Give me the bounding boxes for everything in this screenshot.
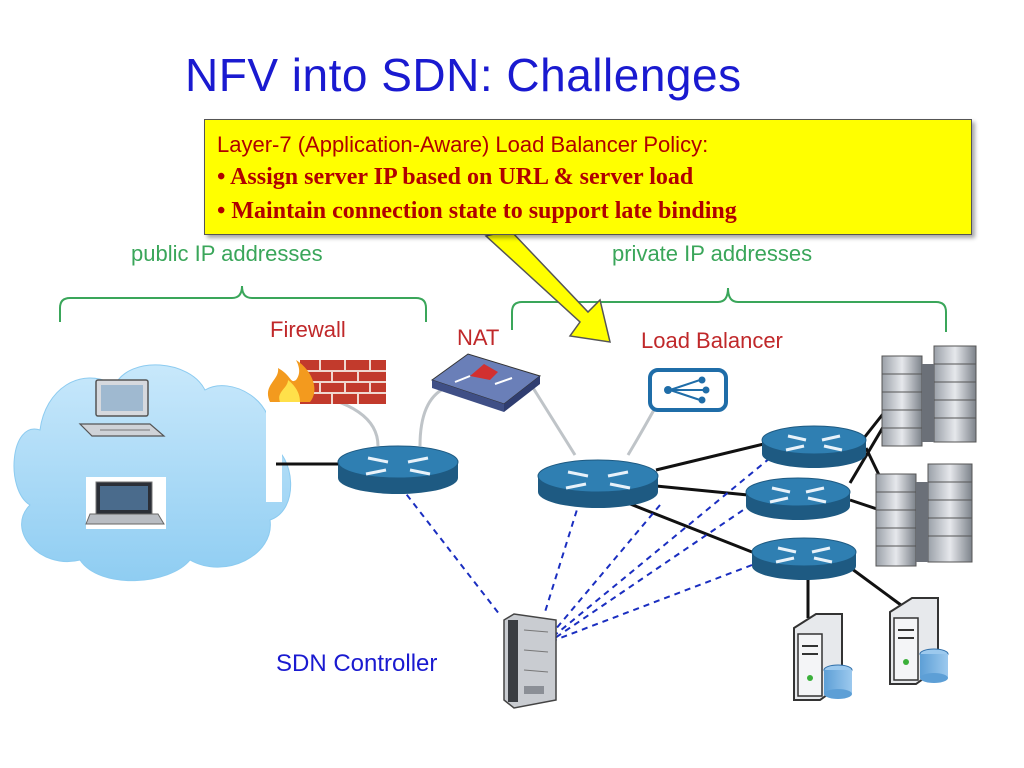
slide-title: NFV into SDN: Challenges <box>185 49 742 101</box>
router-icon <box>537 459 659 508</box>
public-ip-bracket <box>59 285 427 322</box>
database-server-icon <box>793 613 853 701</box>
nat-device-icon <box>430 353 542 412</box>
laptop-icon <box>85 477 166 529</box>
router-icon <box>761 425 867 468</box>
server-rack-icon <box>881 345 977 447</box>
server-rack-icon <box>875 463 973 567</box>
policy-arrow <box>484 229 611 343</box>
firewall-icon <box>267 360 386 404</box>
policy-heading: Layer-7 (Application-Aware) Load Balance… <box>217 132 709 157</box>
private-ip-bracket <box>511 287 947 332</box>
client-cloud <box>13 364 292 582</box>
policy-bullet-assign: • Assign server IP based on URL & server… <box>217 164 694 190</box>
database-server-icon <box>889 597 949 685</box>
public-ip-label: public IP addresses <box>131 241 323 266</box>
router-icon <box>337 445 459 494</box>
load-balancer-policy-box: Layer-7 (Application-Aware) Load Balance… <box>204 119 972 235</box>
firewall-label: Firewall <box>270 317 346 342</box>
desktop-computer-icon <box>78 379 166 437</box>
router-icon <box>751 537 857 580</box>
private-ip-label: private IP addresses <box>612 241 813 266</box>
router-icon <box>745 477 851 520</box>
sdn-controller-label: SDN Controller <box>276 650 438 677</box>
nat-label: NAT <box>457 325 500 350</box>
load-balancer-icon <box>648 368 728 412</box>
sdn-controller-icon <box>503 613 557 709</box>
policy-bullet-state: • Maintain connection state to support l… <box>217 198 737 224</box>
controller-links <box>399 457 771 641</box>
load-balancer-label: Load Balancer <box>641 328 783 353</box>
